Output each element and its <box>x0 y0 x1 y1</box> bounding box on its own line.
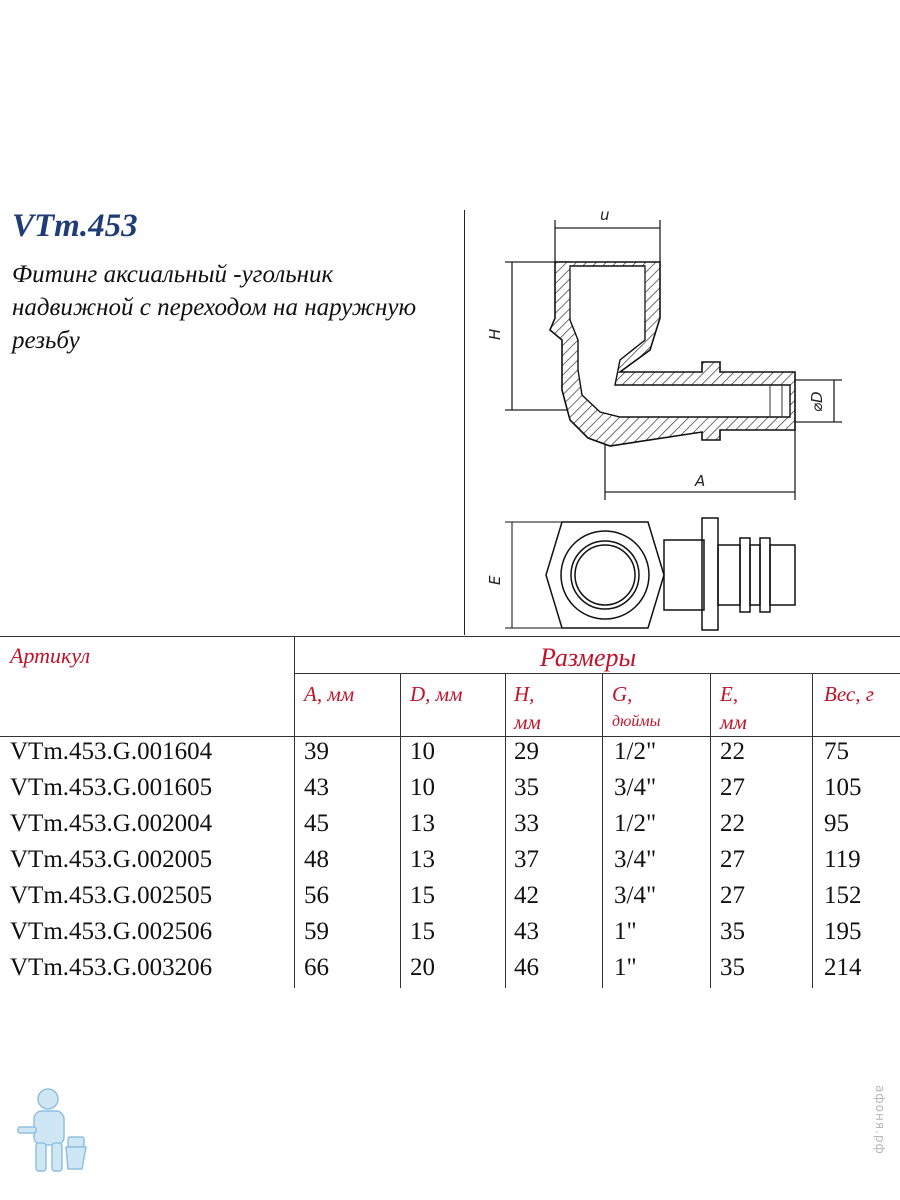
cell-g: 1/2" <box>614 810 657 837</box>
col-header-weight: Вес, г <box>824 682 874 706</box>
dim-label-d: ⌀D <box>808 391 826 412</box>
cell-article: VTm.453.G.002505 <box>10 882 213 909</box>
dim-label-e: E <box>486 575 504 585</box>
cell-article: VTm.453.G.001604 <box>10 738 213 765</box>
cell-a: 39 <box>304 738 329 765</box>
table-subheader-border <box>295 673 900 674</box>
table-top-border <box>0 636 900 637</box>
cell-d: 20 <box>410 954 435 981</box>
column-divider <box>812 673 813 988</box>
cell-e: 35 <box>720 918 745 945</box>
divider-vertical <box>464 210 465 635</box>
cell-h: 43 <box>514 918 539 945</box>
cell-e: 27 <box>720 882 745 909</box>
cell-h: 42 <box>514 882 539 909</box>
column-divider <box>602 673 603 988</box>
product-title: VTm.453 <box>12 208 138 244</box>
cell-g: 3/4" <box>614 774 657 801</box>
cell-article: VTm.453.G.002004 <box>10 810 213 837</box>
cell-h: 46 <box>514 954 539 981</box>
cell-weight: 214 <box>824 954 862 981</box>
cell-article: VTm.453.G.002506 <box>10 918 213 945</box>
column-divider <box>400 673 401 988</box>
col-header-d: D, мм <box>410 682 463 706</box>
column-divider <box>294 636 295 988</box>
cell-g: 3/4" <box>614 882 657 909</box>
cell-weight: 119 <box>824 846 861 873</box>
column-divider <box>505 673 506 988</box>
cell-g: 1/2" <box>614 738 657 765</box>
cell-a: 59 <box>304 918 329 945</box>
cell-e: 22 <box>720 738 745 765</box>
watermark: афоня.рф <box>873 1085 887 1155</box>
product-description: Фитинг аксиальный -угольник надвижной с … <box>12 261 417 354</box>
cell-a: 48 <box>304 846 329 873</box>
cell-a: 45 <box>304 810 329 837</box>
cell-h: 37 <box>514 846 539 873</box>
column-divider <box>710 673 711 988</box>
col-header-e: E,мм <box>720 682 747 734</box>
cell-article: VTm.453.G.003206 <box>10 954 213 981</box>
cell-weight: 95 <box>824 810 849 837</box>
cell-weight: 152 <box>824 882 862 909</box>
dim-label-u: u <box>600 206 610 224</box>
cell-a: 56 <box>304 882 329 909</box>
header-sizes: Размеры <box>540 643 637 672</box>
cell-e: 27 <box>720 846 745 873</box>
cell-d: 13 <box>410 810 435 837</box>
dim-label-h: H <box>486 329 504 340</box>
cell-weight: 105 <box>824 774 862 801</box>
cell-g: 1" <box>614 918 637 945</box>
cell-d: 10 <box>410 774 435 801</box>
cell-a: 43 <box>304 774 329 801</box>
table-header-bottom-border <box>0 736 900 737</box>
fitting-drawing: u H A ⌀D E <box>486 206 842 631</box>
cell-d: 10 <box>410 738 435 765</box>
col-header-g: G,дюймы <box>612 682 661 730</box>
cell-weight: 75 <box>824 738 849 765</box>
cell-g: 1" <box>614 954 637 981</box>
plumber-mascot-logo <box>17 1088 87 1172</box>
cell-weight: 195 <box>824 918 862 945</box>
cell-g: 3/4" <box>614 846 657 873</box>
cell-article: VTm.453.G.002005 <box>10 846 213 873</box>
cell-h: 35 <box>514 774 539 801</box>
header-article: Артикул <box>10 643 91 668</box>
col-header-h: H,мм <box>514 682 541 734</box>
cell-d: 15 <box>410 882 435 909</box>
cell-h: 29 <box>514 738 539 765</box>
cell-e: 35 <box>720 954 745 981</box>
cell-e: 22 <box>720 810 745 837</box>
cell-d: 13 <box>410 846 435 873</box>
cell-e: 27 <box>720 774 745 801</box>
cell-d: 15 <box>410 918 435 945</box>
cell-h: 33 <box>514 810 539 837</box>
dim-label-a: A <box>694 472 705 490</box>
col-header-a: A, мм <box>304 682 355 706</box>
cell-a: 66 <box>304 954 329 981</box>
cell-article: VTm.453.G.001605 <box>10 774 213 801</box>
